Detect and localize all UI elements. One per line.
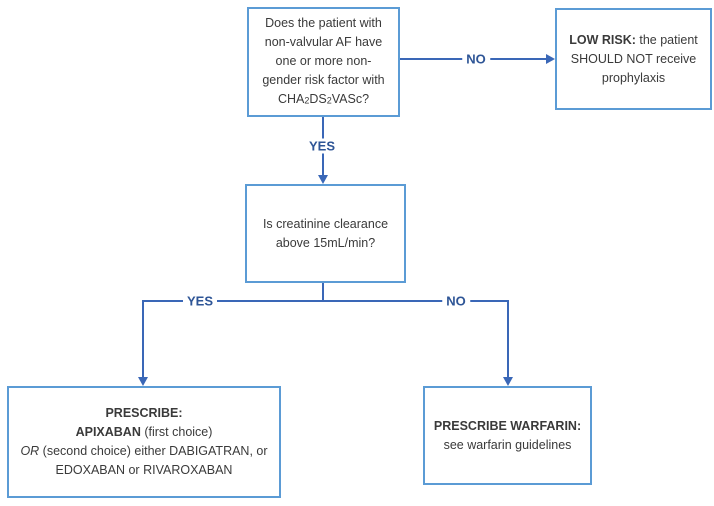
connector-branch-bar (142, 300, 509, 302)
chadsvasc-score-text: CHA2DS2VASc? (278, 90, 369, 111)
score-subscript: 2 (326, 95, 332, 106)
decision-text-line: gender risk factor with (262, 72, 385, 87)
outcome-box-doac: PRESCRIBE: APIXABAN (first choice) OR (s… (7, 386, 281, 498)
doac-apixaban-bold: APIXABAN (75, 425, 141, 439)
arrowhead-down-icon (318, 175, 328, 184)
edge-label-no-top: NO (462, 51, 490, 67)
arrowhead-down-icon (138, 377, 148, 386)
score-subscript: 2 (304, 95, 310, 106)
edge-label-no-bottom: NO (442, 293, 470, 309)
decision-text-line: above 15mL/min? (275, 235, 376, 250)
score-part: CHA (277, 91, 305, 106)
decision-text-line: Is creatinine clearance (262, 216, 389, 231)
doac-second-choice-line: OR (second choice) either DABIGATRAN, or (20, 442, 267, 461)
warfarin-subtext: see warfarin guidelines (443, 437, 572, 452)
low-risk-bold: LOW RISK: (569, 32, 636, 47)
decision-text-line: Does the patient with (265, 15, 382, 30)
doac-first-choice-rest: (first choice) (140, 425, 213, 439)
connector-branch-doac (142, 300, 144, 377)
decision-text-line: one or more non- (275, 53, 372, 68)
connector-branch-warfarin (507, 300, 509, 377)
score-part: DS (309, 91, 327, 106)
doac-heading: PRESCRIBE: (105, 406, 183, 420)
score-part: VASc? (331, 91, 370, 106)
edge-label-yes-top: YES (304, 138, 340, 154)
low-risk-text: LOW RISK: the patient SHOULD NOT receive… (563, 31, 704, 88)
doac-or-italic: OR (20, 444, 40, 458)
outcome-box-warfarin: PRESCRIBE WARFARIN: see warfarin guideli… (423, 386, 592, 485)
outcome-box-low-risk: LOW RISK: the patient SHOULD NOT receive… (555, 8, 712, 110)
doac-first-choice-line: APIXABAN (first choice) (76, 423, 213, 442)
arrowhead-right-icon (546, 54, 555, 64)
doac-second-choice-rest: (second choice) either DABIGATRAN, or (39, 444, 268, 458)
doac-alternatives-line: EDOXABAN or RIVAROXABAN (55, 463, 233, 477)
decision-box-chadsvasc: Does the patient with non-valvular AF ha… (247, 7, 400, 117)
decision-box-creatinine: Is creatinine clearance above 15mL/min? (245, 184, 406, 283)
decision-text-line: non-valvular AF have (264, 34, 383, 49)
low-risk-rest: the patient SHOULD NOT receive prophylax… (570, 32, 698, 85)
arrowhead-down-icon (503, 377, 513, 386)
connector-q2-stem (322, 283, 324, 301)
warfarin-heading: PRESCRIBE WARFARIN: (433, 418, 582, 433)
edge-label-yes-bottom: YES (182, 293, 218, 309)
